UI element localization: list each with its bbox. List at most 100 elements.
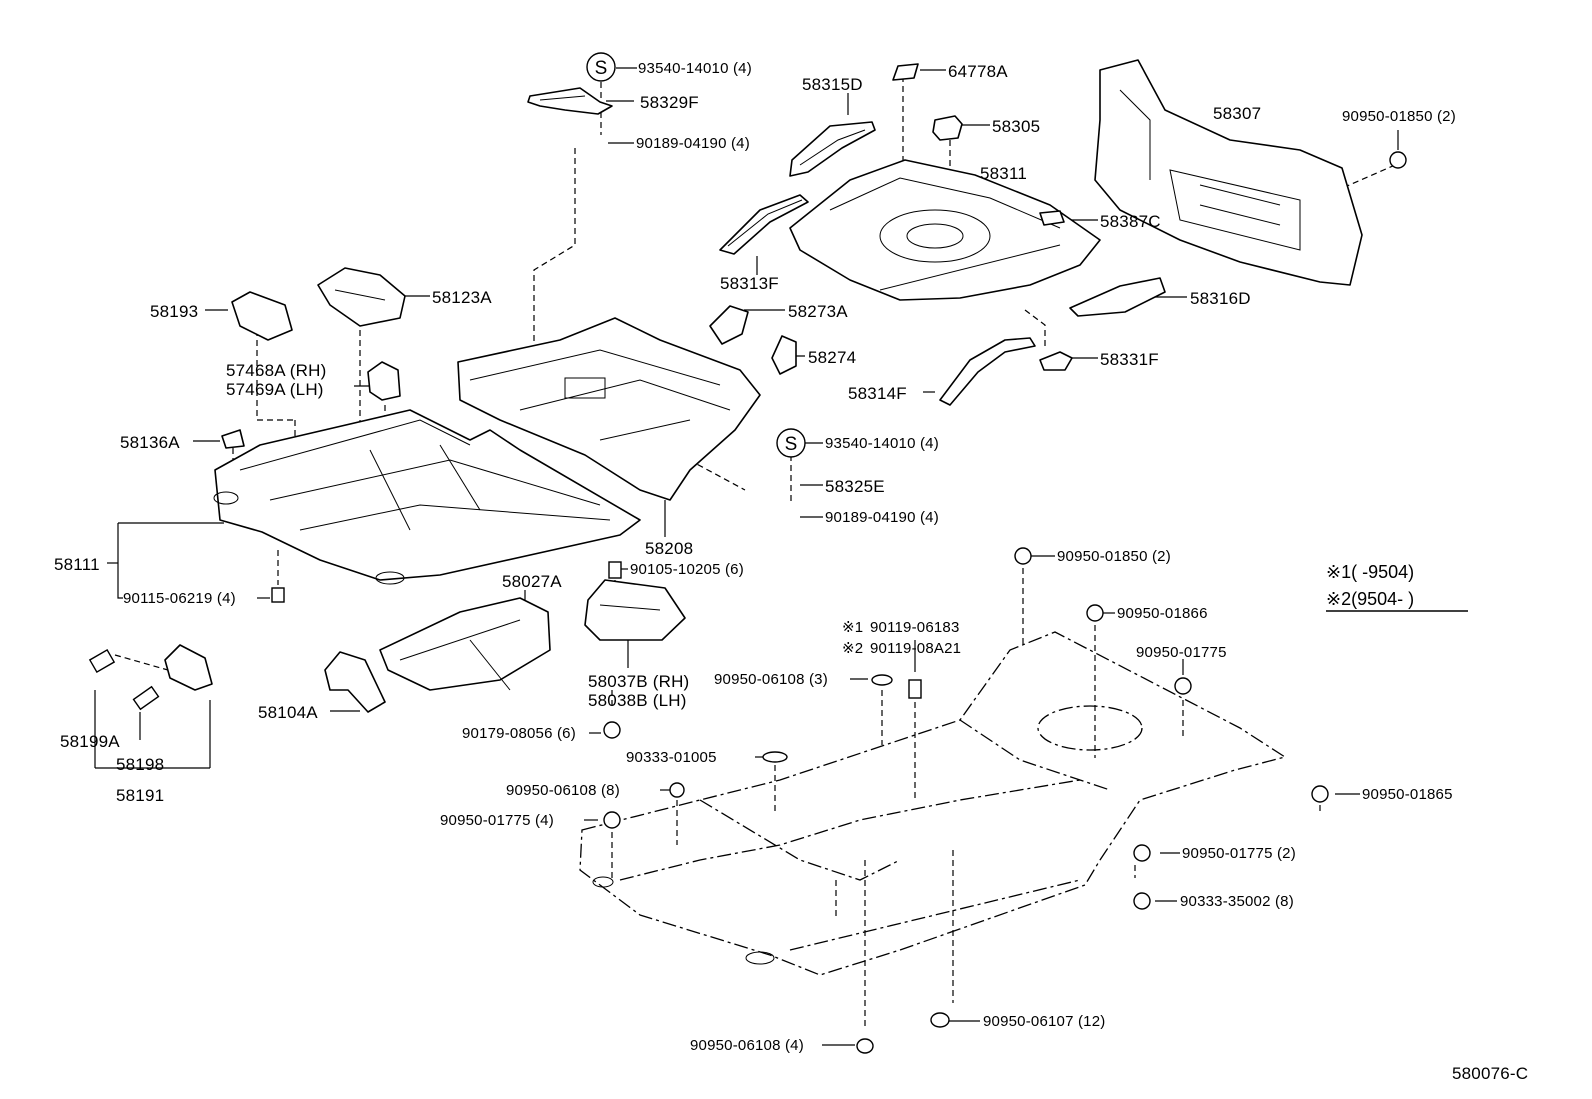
grommet-90950-01775-2 — [1133, 844, 1151, 862]
callout-90950-06108-3: 90950-06108 (3) — [714, 671, 828, 688]
clip-58136a — [221, 429, 245, 449]
nut-90179 — [603, 721, 621, 739]
callout-58314f: 58314F — [848, 384, 907, 403]
center-floor-58208 — [457, 317, 761, 501]
diagram-id: 580076-C — [1452, 1064, 1529, 1083]
callout-90119-08a21: 90119-08A21 — [870, 640, 962, 657]
callout-58193: 58193 — [150, 302, 199, 321]
rear-floor-pan-58311 — [789, 159, 1101, 301]
plug-90950-06108-3 — [871, 674, 893, 686]
grommet-90950-01775-a — [1174, 677, 1192, 695]
callout-58104a: 58104A — [258, 703, 318, 722]
bracket-58329f — [527, 87, 613, 115]
bracket-58274 — [771, 335, 797, 375]
callout-58313f: 58313F — [720, 274, 779, 293]
callout-90189-04190-mid: 90189-04190 (4) — [825, 509, 939, 526]
bolt-90119 — [908, 679, 922, 699]
clip-58305 — [932, 115, 963, 141]
underbody-floor-outline — [579, 631, 1287, 976]
svg-text:S: S — [785, 434, 798, 455]
svg-text:S: S — [595, 58, 608, 79]
callout-58199a: 58199A — [60, 732, 120, 751]
callout-58123a: 58123A — [432, 288, 492, 307]
bracket-58104a — [324, 651, 386, 713]
callout-58037b: 58037B (RH) — [588, 672, 690, 691]
front-floor-58111 — [213, 409, 641, 585]
callout-90950-01866: 90950-01866 — [1117, 605, 1208, 622]
callout-90950-01775-4: 90950-01775 (4) — [440, 812, 554, 829]
panel-58315d — [789, 121, 876, 177]
plug-90333-35002 — [1133, 892, 1151, 910]
callout-58329f: 58329F — [640, 93, 699, 112]
bracket-58037b — [584, 579, 686, 641]
panel-58316d — [1069, 277, 1166, 317]
callout-58273a: 58273A — [788, 302, 848, 321]
callout-58315d: 58315D — [802, 75, 863, 94]
grommet-90950-01775-4 — [603, 811, 621, 829]
rail-58313f — [719, 194, 809, 255]
callout-58305: 58305 — [992, 117, 1041, 136]
bracket-58331f — [1039, 351, 1073, 371]
callout-90950-06107: 90950-06107 (12) — [983, 1013, 1106, 1030]
legend-note-2: ※2(9504- ) — [1326, 589, 1415, 609]
callout-58136a: 58136A — [120, 433, 180, 452]
callout-90105-10205: 90105-10205 (6) — [630, 561, 744, 578]
bracket-58273a — [709, 305, 749, 345]
callout-58307: 58307 — [1213, 104, 1262, 123]
callout-90950-01850-rear: 90950-01850 (2) — [1342, 108, 1456, 125]
callout-64778a: 64778A — [948, 62, 1008, 81]
bracket-58193 — [231, 291, 293, 341]
callout-57469a: 57469A (LH) — [226, 380, 324, 399]
rear-panel-58307 — [1094, 59, 1363, 286]
callout-58387c: 58387C — [1100, 212, 1161, 231]
grommet-90950-01850-floor — [1014, 547, 1032, 565]
plug-90950-06108-8 — [669, 782, 685, 798]
callout-90179-08056: 90179-08056 (6) — [462, 725, 576, 742]
callout-90189-04190-top: 90189-04190 (4) — [636, 135, 750, 152]
callout-90333-01005: 90333-01005 — [626, 749, 717, 766]
callout-58311: 58311 — [980, 164, 1028, 183]
rail-58314f — [939, 337, 1036, 406]
callout-93540-14010-top: 93540-14010 (4) — [638, 60, 752, 77]
callout-58325e: 58325E — [825, 477, 885, 496]
legend-note-1: ※1( -9504) — [1326, 562, 1415, 582]
callout-58274: 58274 — [808, 348, 857, 367]
plug-90333-01005 — [762, 751, 788, 763]
callout-90950-01775-2: 90950-01775 (2) — [1182, 845, 1296, 862]
clip-58387c — [1039, 210, 1065, 226]
plug-90950-06107 — [930, 1012, 950, 1028]
bracket-57468a — [367, 361, 401, 401]
callout-90115-06219: 90115-06219 (4) — [123, 590, 236, 607]
bolt-90115 — [271, 587, 285, 603]
callout-58038b: 58038B (LH) — [588, 691, 687, 710]
callout-58208: 58208 — [645, 539, 694, 558]
callout-58198: 58198 — [116, 755, 165, 774]
callout-58027a: 58027A — [502, 572, 562, 591]
star2-mark: ※2 — [842, 640, 864, 657]
star1-mark: ※1 — [842, 619, 864, 636]
plug-58198 — [132, 685, 160, 711]
insulator-58027a — [379, 597, 551, 691]
pad-64778a — [892, 63, 919, 81]
plug-58199a — [88, 648, 116, 674]
s-symbol-icon-mid: S — [776, 428, 806, 458]
callout-57468a: 57468A (RH) — [226, 361, 327, 380]
callout-90950-06108-4: 90950-06108 (4) — [690, 1037, 804, 1054]
callout-90950-01850-floor: 90950-01850 (2) — [1057, 548, 1171, 565]
callout-90119-06183: 90119-06183 — [870, 619, 960, 636]
callout-58111: 58111 — [54, 555, 100, 574]
bracket-58123a — [317, 267, 406, 327]
grommet-90950-01866 — [1086, 604, 1104, 622]
callout-90950-01865: 90950-01865 — [1362, 786, 1453, 803]
bracket-58191 — [164, 644, 213, 691]
callout-58191: 58191 — [116, 786, 165, 805]
callout-90333-35002: 90333-35002 (8) — [1180, 893, 1294, 910]
callout-90950-01775-a: 90950-01775 — [1136, 644, 1227, 661]
grommet-90950-01865 — [1311, 785, 1329, 803]
callout-58316d: 58316D — [1190, 289, 1251, 308]
plug-90950-06108-4 — [856, 1038, 874, 1054]
bolt-90105 — [608, 561, 622, 579]
grommet-90950-01850-rear — [1389, 151, 1407, 169]
callout-58331f: 58331F — [1100, 350, 1159, 369]
